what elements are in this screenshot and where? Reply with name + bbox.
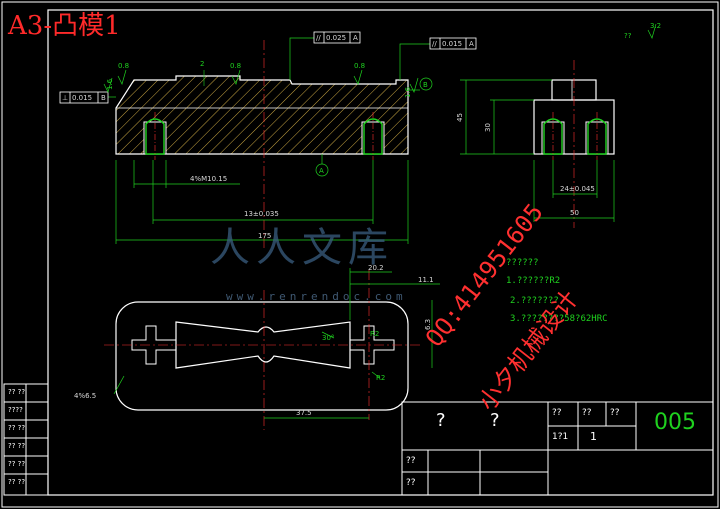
- title-block-label-bottom-1: ??: [406, 456, 416, 466]
- title-block-label-bottom-2: ??: [406, 478, 416, 488]
- title-block: [401, 401, 714, 496]
- dim-rc: 6.3: [424, 319, 432, 330]
- title-block-scale: 1?1: [552, 432, 569, 442]
- dim-r-top: 2: [200, 60, 204, 68]
- dim-radius-r2-a: R2: [370, 330, 379, 338]
- roughness-symbol-5: 1.6: [404, 77, 419, 98]
- dim-radius-r2-b: R2: [376, 374, 385, 382]
- drawing-title: A3-凸模1: [8, 11, 121, 41]
- svg-text:0.025: 0.025: [326, 34, 346, 42]
- top-view: 37.5 4%6.5 30° R2 R2 20.2 11.1 6.3: [74, 264, 440, 430]
- svg-text:??: ??: [624, 32, 632, 40]
- drawing-number: 005: [654, 410, 696, 435]
- revision-row-5: ?? ??: [8, 460, 26, 468]
- inner-border: [47, 9, 714, 496]
- svg-text:0.8: 0.8: [118, 62, 129, 70]
- watermark-logo: 人人文库: [210, 225, 394, 271]
- top-view-outline: [115, 301, 409, 411]
- revision-row-1: ?? ??: [8, 388, 26, 396]
- dim-angle-30: 30°: [322, 334, 334, 342]
- svg-text:0.015: 0.015: [72, 94, 92, 102]
- note-1: 1.??????R2: [506, 276, 561, 286]
- dim-slot-4: 4%6.5: [74, 392, 96, 400]
- svg-text:A: A: [469, 40, 474, 48]
- revision-row-4: ?? ??: [8, 442, 26, 450]
- revision-row-3: ?? ??: [8, 424, 26, 432]
- tolerance-frame-2: // 0.015 A: [399, 37, 477, 80]
- tolerance-frame-left: ⊥ 0.015 B: [59, 91, 116, 104]
- dim-side-width: 50: [570, 209, 579, 217]
- tolerance-frame-1: // 0.025 A: [289, 31, 361, 80]
- roughness-symbol-2: 0.8: [230, 62, 241, 85]
- side-pin-left: [541, 112, 565, 160]
- datum-b: B: [408, 77, 433, 91]
- revision-row-2: ????: [8, 406, 23, 414]
- right-cross-slot: [349, 325, 395, 365]
- punch-profile: [175, 321, 351, 369]
- dim-height-45: 45: [456, 113, 464, 122]
- note-3: 3.????????58?62HRC: [510, 314, 608, 324]
- title-block-label-1: ??: [552, 408, 562, 418]
- datum-a: A: [315, 154, 329, 177]
- notes-heading: ??????: [506, 258, 539, 268]
- title-block-cell-b: ?: [490, 410, 500, 431]
- svg-text:0.8: 0.8: [230, 62, 241, 70]
- dim-bottom-37-5: 37.5: [296, 409, 312, 417]
- svg-text:0.8: 0.8: [354, 62, 365, 70]
- svg-text:A: A: [353, 34, 358, 42]
- dim-side-pitch: 24±0.045: [560, 185, 595, 193]
- corner-roughness: ?? 3.2: [624, 22, 661, 40]
- side-view: 45 30 24±0.045 50: [456, 60, 615, 228]
- pin-hole-left: [143, 112, 167, 160]
- dim-height-30: 30: [484, 123, 492, 132]
- roughness-symbol-3: 0.8: [353, 62, 365, 85]
- dim-overall-length: 175: [258, 232, 271, 240]
- svg-text:⊥: ⊥: [62, 94, 68, 102]
- svg-text://: //: [432, 40, 437, 48]
- watermark-url: www.renrendoc.com: [226, 290, 407, 303]
- dim-overall-center: 13±0.035: [244, 210, 279, 218]
- pin-hole-right: [361, 112, 385, 160]
- front-view: 175 13±0.035 4%M10.15 // 0.025 A // 0.01…: [59, 31, 477, 250]
- svg-text:B: B: [423, 81, 428, 89]
- title-block-cell-a: ?: [436, 410, 446, 431]
- svg-text:1.6: 1.6: [106, 78, 114, 90]
- svg-text:3.2: 3.2: [650, 22, 661, 30]
- dim-hole-spacing: 4%M10.15: [190, 175, 227, 183]
- roughness-symbol-1: 0.8: [117, 62, 129, 85]
- revision-row-6: ?? ??: [8, 478, 26, 486]
- title-block-qty: 1: [590, 430, 597, 443]
- dim-ra: 20.2: [368, 264, 384, 272]
- title-block-label-2: ??: [582, 408, 592, 418]
- svg-text:A: A: [319, 167, 324, 175]
- svg-text://: //: [316, 34, 321, 42]
- svg-text:1.6: 1.6: [404, 86, 412, 98]
- revision-block: [3, 383, 49, 496]
- dim-rb: 11.1: [418, 276, 434, 284]
- side-pin-right: [585, 112, 609, 160]
- svg-text:0.015: 0.015: [442, 40, 462, 48]
- svg-text:B: B: [101, 94, 106, 102]
- note-2: 2.???????: [510, 296, 559, 306]
- title-block-label-3: ??: [610, 408, 620, 418]
- front-view-section: [115, 75, 409, 155]
- roughness-symbol-4: 1.6: [103, 77, 114, 93]
- left-cross-slot: [131, 325, 177, 365]
